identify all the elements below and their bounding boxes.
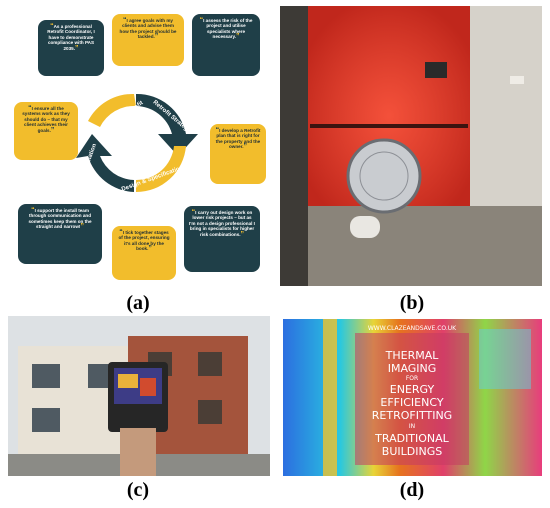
quote-bubble: “I agree goals with my clients and advis… [112, 14, 184, 66]
title-line-traditional: TRADITIONAL [375, 432, 449, 445]
title-line-imaging: IMAGING [387, 362, 437, 375]
title-line-efficiency: EFFICIENCY [380, 396, 444, 409]
caption-b: (b) [399, 292, 425, 314]
retrofit-cycle-diagram: Post Retrofit Retrofit Strategy Design &… [8, 6, 270, 286]
caption-d: (d) [399, 479, 425, 501]
thermal-gradient-background [283, 319, 542, 476]
quote-text: As a professional Retrofit Coordinator, … [47, 24, 95, 51]
quote-text: I ensure all the systems work as they sh… [22, 106, 70, 133]
caption-a: (a) [126, 292, 150, 314]
title-line-thermal: THERMAL [385, 349, 439, 362]
quote-text: I assess the risk of the project and uti… [203, 18, 253, 40]
title-line-buildings: BUILDINGS [381, 445, 443, 458]
quote-bubble: “I develop a Retrofit plan that is right… [210, 124, 266, 184]
blower-door-scene [280, 6, 542, 286]
quote-bubble: “I tick together stages of the project, … [112, 226, 176, 280]
thermal-camera-scene [8, 316, 270, 476]
quote-bubble: “As a professional Retrofit Coordinator,… [38, 20, 104, 76]
title-line-in: IN [408, 423, 416, 430]
quote-text: I agree goals with my clients and advise… [119, 18, 177, 40]
quote-bubble: “I assess the risk of the project and ut… [192, 14, 260, 76]
thermal-imaging-graphic: WWW.CLAZEANDSAVE.CO.UK THERMAL IMAGING F… [283, 319, 542, 476]
website-url: WWW.CLAZEANDSAVE.CO.UK [367, 325, 457, 332]
quote-text: I develop a Retrofit plan that is right … [215, 128, 261, 150]
quote-bubble: “I carry out design work on lower risk p… [184, 206, 260, 272]
quote-bubble: “I support the install team through comm… [18, 204, 102, 264]
title-line-for: FOR [405, 375, 419, 382]
quote-text: I tick together stages of the project, e… [118, 230, 170, 252]
quote-text: I support the install team through commu… [28, 208, 92, 230]
quote-bubble: “I ensure all the systems work as they s… [14, 102, 78, 160]
quote-text: I carry out design work on lower risk pr… [189, 210, 255, 237]
caption-c: (c) [126, 479, 150, 501]
thermal-camera-photo [8, 316, 270, 476]
title-line-retrofitting: RETROFITTING [371, 409, 453, 422]
title-line-energy: ENERGY [389, 383, 435, 396]
blower-door-photo [280, 6, 542, 286]
cycle-arrows [76, 93, 198, 193]
